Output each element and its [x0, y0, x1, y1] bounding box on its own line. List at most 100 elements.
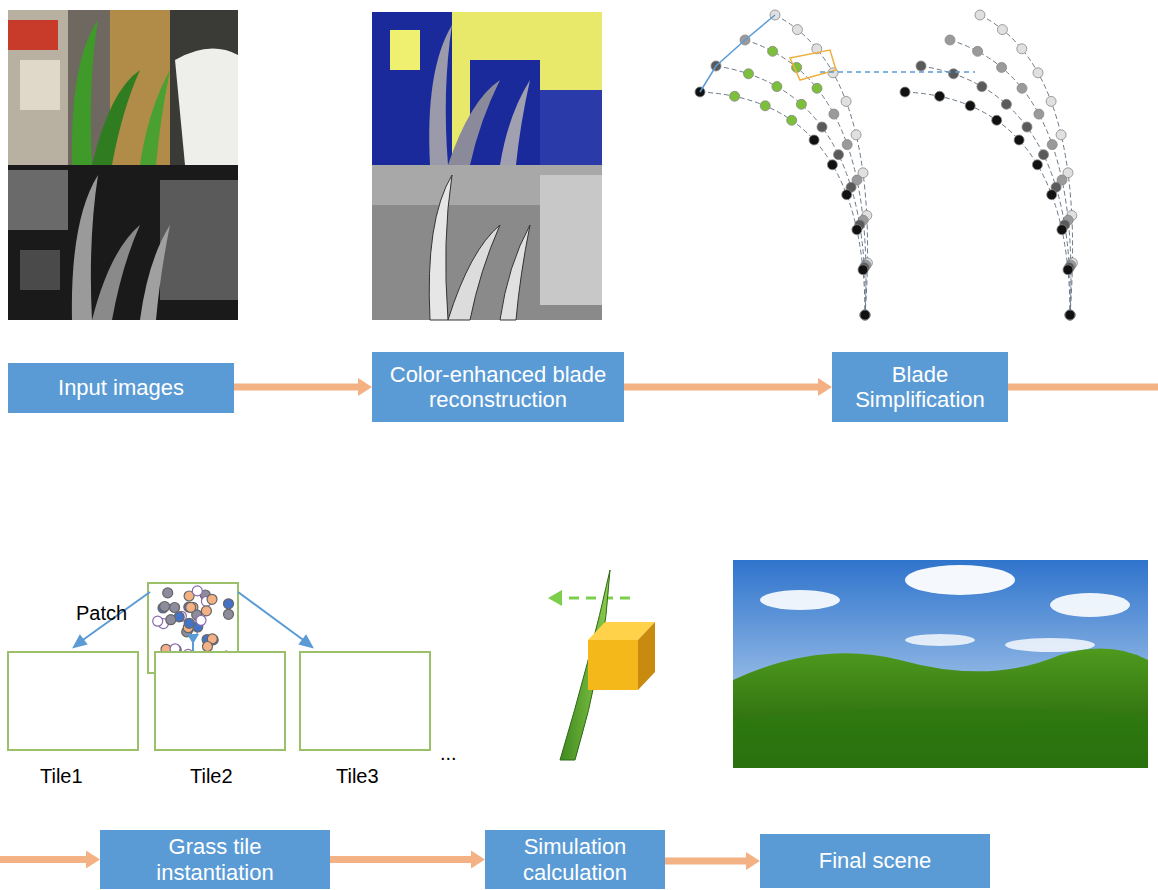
skeleton-point	[965, 101, 975, 111]
skeleton-point	[1047, 140, 1057, 150]
skeleton-point	[997, 25, 1007, 35]
skeleton-point	[1065, 310, 1075, 320]
skeleton-point	[1065, 310, 1075, 320]
link-line	[820, 71, 975, 73]
skeleton-point	[1063, 265, 1073, 275]
skeleton-point	[1065, 310, 1075, 320]
box-text: Input images	[58, 375, 184, 400]
skeleton-point	[1047, 190, 1057, 200]
sample-dot	[224, 599, 234, 609]
box-text: Blade Simplification	[842, 362, 998, 413]
skeleton-point	[900, 87, 910, 97]
box-text: Final scene	[819, 848, 932, 873]
sample-dot	[170, 603, 180, 613]
skeleton-point	[792, 25, 802, 35]
final-scene-image	[733, 560, 1148, 768]
sample-dot	[224, 609, 234, 619]
skeleton-point	[760, 101, 770, 111]
skeleton-point	[1017, 44, 1027, 54]
skeleton-point	[1039, 150, 1049, 160]
skeleton-point	[812, 83, 822, 93]
skeleton-point	[992, 115, 1002, 125]
tile-label: Tile3	[336, 765, 379, 788]
sample-dot	[163, 588, 173, 598]
skeleton-point	[809, 135, 819, 145]
ellipsis: ...	[440, 742, 457, 765]
sample-dot	[184, 618, 194, 628]
sample-dot	[166, 615, 176, 625]
tile-label: Tile2	[190, 765, 233, 788]
skeleton-point	[935, 91, 945, 101]
skeleton-curve	[700, 92, 865, 315]
flow-arrow	[330, 851, 485, 869]
skeleton-point	[975, 10, 985, 20]
skeleton-point	[730, 91, 740, 101]
skeleton-point	[997, 62, 1007, 72]
box-text: Color-enhanced blade reconstruction	[382, 362, 614, 413]
skeleton-point	[1014, 135, 1024, 145]
skeleton-edge	[790, 50, 836, 80]
sample-dot	[192, 586, 202, 596]
process-box: Blade Simplification	[832, 352, 1008, 422]
skeleton-point	[841, 96, 851, 106]
skeleton-point	[827, 160, 837, 170]
skeleton-point	[834, 150, 844, 160]
skeleton-point	[796, 99, 806, 109]
box-text: Grass tile instantiation	[110, 834, 320, 885]
skeleton-point	[1017, 83, 1027, 93]
skeleton-curve	[921, 66, 1070, 315]
tile-square	[155, 652, 285, 750]
tile-square	[8, 652, 138, 750]
skeleton-point	[1033, 68, 1043, 78]
skeleton-point	[842, 190, 852, 200]
skeleton-point	[916, 61, 926, 71]
flow-arrow	[624, 378, 832, 396]
skeleton-point	[1065, 310, 1075, 320]
sample-dot	[207, 594, 217, 604]
sample-dot	[203, 642, 213, 652]
motion-arrow	[560, 597, 630, 600]
skeleton-point	[1046, 96, 1056, 106]
skeleton-point	[852, 225, 862, 235]
skeleton-curve	[905, 92, 1070, 315]
sample-dot	[201, 606, 211, 616]
motion-arrow-head	[548, 590, 562, 606]
skeleton-point	[860, 310, 870, 320]
skeleton-point	[977, 82, 987, 92]
flow-arrow	[234, 378, 372, 396]
skeleton-point	[949, 69, 959, 79]
process-box: Input images	[8, 363, 234, 413]
sample-dot	[153, 616, 163, 626]
skeleton-point	[842, 140, 852, 150]
box-text: Simulation calculation	[495, 834, 655, 885]
input-depth	[8, 165, 238, 320]
tile-label: Tile1	[40, 765, 83, 788]
skeleton-point	[787, 115, 797, 125]
process-box: Final scene	[760, 834, 990, 888]
arrow-head	[187, 634, 199, 644]
skeleton-curve	[775, 15, 868, 315]
patch-label: Patch	[76, 602, 127, 625]
skeleton-point	[945, 35, 955, 45]
input-photo	[8, 10, 238, 165]
skeleton-point	[1022, 122, 1032, 132]
enhanced-color	[372, 12, 602, 165]
skeleton-point	[851, 130, 861, 140]
blade-skeleton	[695, 10, 1077, 320]
skeleton-point	[1034, 109, 1044, 119]
skeleton-point	[829, 109, 839, 119]
skeleton-point	[1056, 130, 1066, 140]
skeleton-point	[1057, 225, 1067, 235]
skeleton-point	[744, 69, 754, 79]
skeleton-point	[768, 46, 778, 56]
skeleton-curve	[980, 15, 1073, 315]
process-box: Color-enhanced blade reconstruction	[372, 352, 624, 422]
flow-arrow	[665, 852, 760, 870]
sample-dot	[196, 615, 206, 625]
process-box: Grass tile instantiation	[100, 830, 330, 889]
skeleton-point	[1001, 99, 1011, 109]
skeleton-point	[817, 122, 827, 132]
skeleton-curve	[745, 40, 866, 315]
